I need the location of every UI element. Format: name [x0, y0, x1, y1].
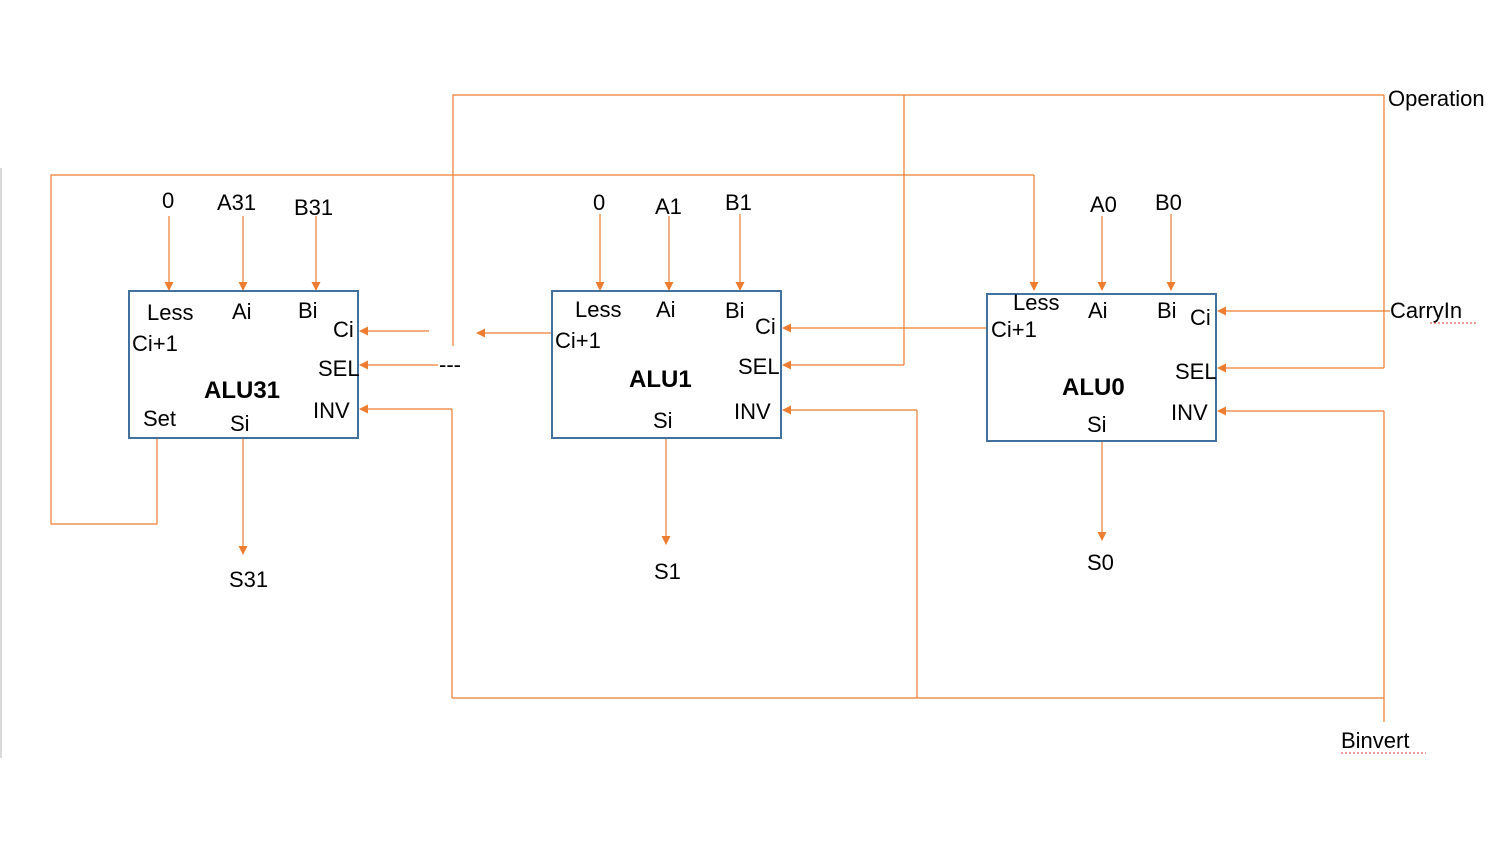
alu31-port-ci1: Ci+1 [132, 331, 178, 356]
alu1-port-bi: Bi [725, 298, 745, 323]
alu1-input-less: 0 [593, 190, 605, 215]
alu1-block [551, 290, 782, 439]
alu1-output: S1 [654, 559, 681, 584]
left-edge-line [0, 168, 2, 758]
alu1-input-a: A1 [655, 194, 682, 219]
operation-label: Operation [1388, 86, 1485, 111]
alu0-port-ci1: Ci+1 [991, 317, 1037, 342]
alu0-port-inv: INV [1171, 400, 1208, 425]
alu31-port-si: Si [230, 411, 250, 436]
carryin-label: CarryIn [1390, 298, 1462, 323]
alu0-port-bi: Bi [1157, 298, 1177, 323]
alu31-port-ci: Ci [333, 317, 354, 342]
alu0-port-ci: Ci [1190, 305, 1211, 330]
carry-chain [359, 306, 1390, 338]
alu31-title: ALU31 [204, 377, 280, 404]
alu1-wires [595, 214, 745, 545]
ellipsis-label: --- [439, 352, 461, 377]
alu1-port-ci: Ci [755, 314, 776, 339]
alu31-port-less: Less [147, 300, 193, 325]
operation-bus [359, 94, 1385, 373]
alu31-port-set: Set [143, 406, 176, 431]
alu0-block [986, 293, 1217, 442]
alu31-output: S31 [229, 567, 268, 592]
alu1-port-less: Less [575, 297, 621, 322]
alu0-output: S0 [1087, 550, 1114, 575]
binvert-label: Binvert [1341, 728, 1409, 753]
alu1-title: ALU1 [629, 366, 692, 393]
alu0-input-b: B0 [1155, 190, 1182, 215]
alu1-port-inv: INV [734, 399, 771, 424]
binvert-bus [359, 404, 1385, 722]
alu0-input-a: A0 [1090, 192, 1117, 217]
alu31-port-sel: SEL [318, 356, 360, 381]
alu1-port-si: Si [653, 408, 673, 433]
alu0-title: ALU0 [1062, 374, 1125, 401]
alu1-port-ci1: Ci+1 [555, 328, 601, 353]
alu0-port-less: Less [1013, 290, 1059, 315]
alu1-port-ai: Ai [656, 297, 676, 322]
alu1-port-sel: SEL [738, 354, 780, 379]
alu31-wires [164, 216, 321, 555]
alu31-input-b: B31 [294, 195, 333, 220]
alu1-input-b: B1 [725, 190, 752, 215]
alu31-input-less: 0 [162, 188, 174, 213]
alu31-port-inv: INV [313, 398, 350, 423]
alu0-port-si: Si [1087, 412, 1107, 437]
alu31-port-bi: Bi [298, 298, 318, 323]
alu31-port-ai: Ai [232, 299, 252, 324]
alu31-block [128, 290, 359, 439]
alu31-input-a: A31 [217, 190, 256, 215]
alu0-port-sel: SEL [1175, 359, 1217, 384]
alu0-port-ai: Ai [1088, 298, 1108, 323]
alu0-wires [1097, 214, 1176, 541]
set-to-less-wire [50, 174, 1039, 525]
